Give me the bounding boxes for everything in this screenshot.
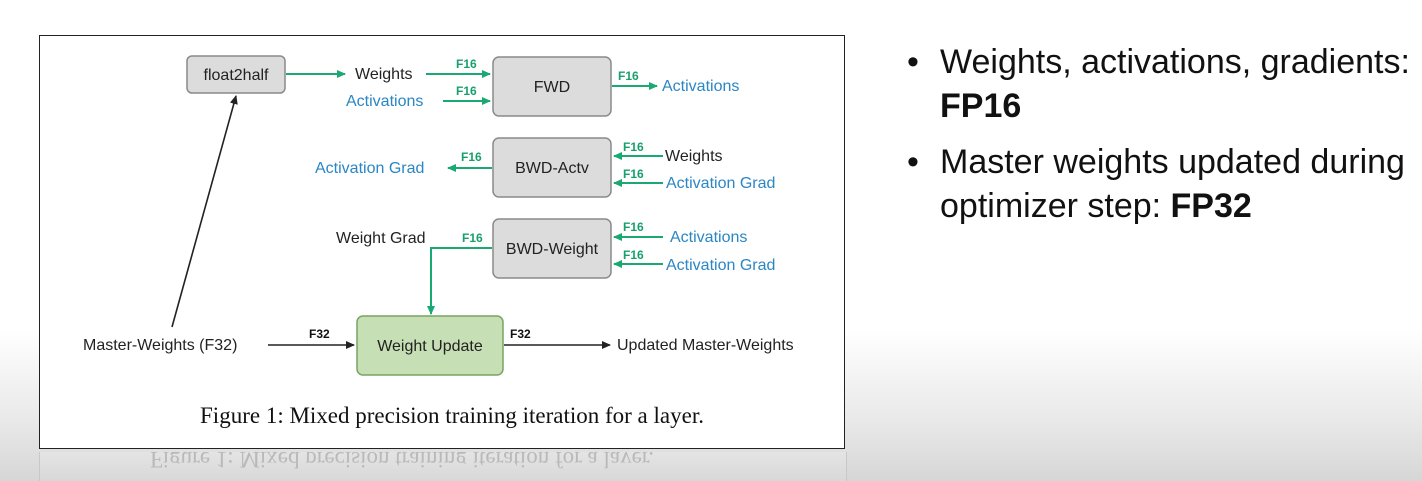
figure-reflection: Figure 1: Mixed precision training itera…: [39, 452, 847, 481]
label-weights-fwd: Weights: [355, 66, 413, 83]
node-weight-update: Weight Update: [356, 315, 504, 376]
tag-f16-weights-bwd: F16: [623, 140, 644, 154]
bullet-text: Weights, activations, gradients:: [940, 43, 1410, 81]
tag-f16-activations-bwd-weight: F16: [623, 220, 644, 234]
arrow-bwd-weight-to-weight-update: [427, 247, 492, 315]
tag-f16-weights-fwd: F16: [456, 57, 477, 71]
label-activations-bwd: Activations: [670, 229, 747, 246]
tag-f16-bwd-weight-out: F16: [462, 231, 483, 245]
label-weight-grad: Weight Grad: [336, 230, 426, 247]
node-float2half-label: float2half: [204, 67, 269, 84]
tag-f16-fwd-out: F16: [618, 69, 639, 83]
node-bwd-weight: BWD-Weight: [492, 218, 612, 279]
node-bwd-actv-label: BWD-Actv: [515, 160, 589, 177]
bullet-dot-icon: •: [907, 43, 919, 81]
node-float2half: float2half: [186, 55, 286, 94]
figure-caption-reflection: Figure 1: Mixed precision training itera…: [150, 452, 654, 472]
node-fwd: FWD: [492, 56, 612, 117]
node-bwd-actv: BWD-Actv: [492, 137, 612, 198]
label-activations-out: Activations: [662, 78, 739, 95]
tag-f16-bwd-actv-out: F16: [461, 150, 482, 164]
label-master-weights: Master-Weights (F32): [83, 337, 237, 354]
label-activation-grad-in-1: Activation Grad: [666, 175, 775, 192]
bullet-text: Master weights updated during optimizer …: [940, 143, 1405, 225]
node-fwd-label: FWD: [534, 79, 570, 96]
tag-f32-out: F32: [510, 327, 531, 341]
figure-caption: Figure 1: Mixed precision training itera…: [200, 403, 704, 428]
label-activation-grad-in-2: Activation Grad: [666, 257, 775, 274]
bullet-item-fp16: • Weights, activations, gradients: FP16: [905, 40, 1415, 128]
node-weight-update-label: Weight Update: [377, 338, 483, 355]
tag-f16-activations-fwd: F16: [456, 84, 477, 98]
node-bwd-weight-label: BWD-Weight: [506, 241, 599, 258]
bullet-list: • Weights, activations, gradients: FP16 …: [905, 40, 1415, 240]
tag-f16-activation-grad-bwd-actv: F16: [623, 167, 644, 181]
label-weights-bwd: Weights: [665, 148, 723, 165]
label-activations-in: Activations: [346, 93, 423, 110]
bullet-dot-icon: •: [907, 143, 919, 181]
bullet-bold: FP32: [1170, 187, 1252, 225]
tag-f16-activation-grad-bwd-weight: F16: [623, 248, 644, 262]
figure-frame: [39, 35, 845, 449]
label-activation-grad-out: Activation Grad: [315, 160, 424, 177]
tag-f32-in: F32: [309, 327, 330, 341]
arrow-master-to-float2half: [171, 95, 238, 328]
bullet-bold: FP16: [940, 87, 1022, 125]
label-updated-master-weights: Updated Master-Weights: [617, 337, 794, 354]
bullet-item-fp32: • Master weights updated during optimize…: [905, 140, 1415, 228]
